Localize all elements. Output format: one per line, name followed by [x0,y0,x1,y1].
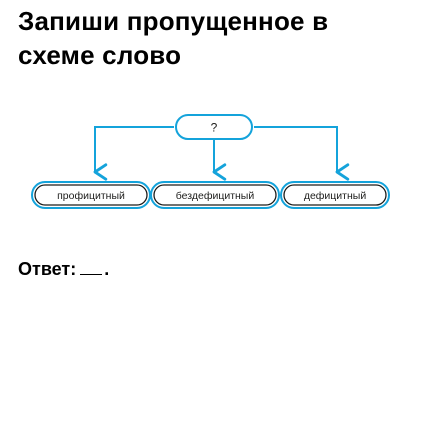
child-node-bezdeficitnyy: бездефицитный [150,181,280,209]
answer-blank[interactable] [80,260,103,275]
answer-end-mark: . [104,259,110,279]
root-node: ? [175,114,253,140]
connector-left [93,126,174,181]
child-node-deficitnyy: дефицитный [280,181,390,209]
child-node-label: профицитный [57,190,125,202]
task-title: Запиши пропущенное в схеме слово [18,6,329,70]
answer-line: Ответ:. [18,258,109,280]
child-node-label: дефицитный [304,190,367,202]
child-node-proficitnyy: профицитный [31,181,151,209]
child-node-label: бездефицитный [176,190,255,202]
connector-right [254,126,350,181]
answer-label: Ответ: [18,259,77,279]
root-node-label: ? [211,121,218,135]
